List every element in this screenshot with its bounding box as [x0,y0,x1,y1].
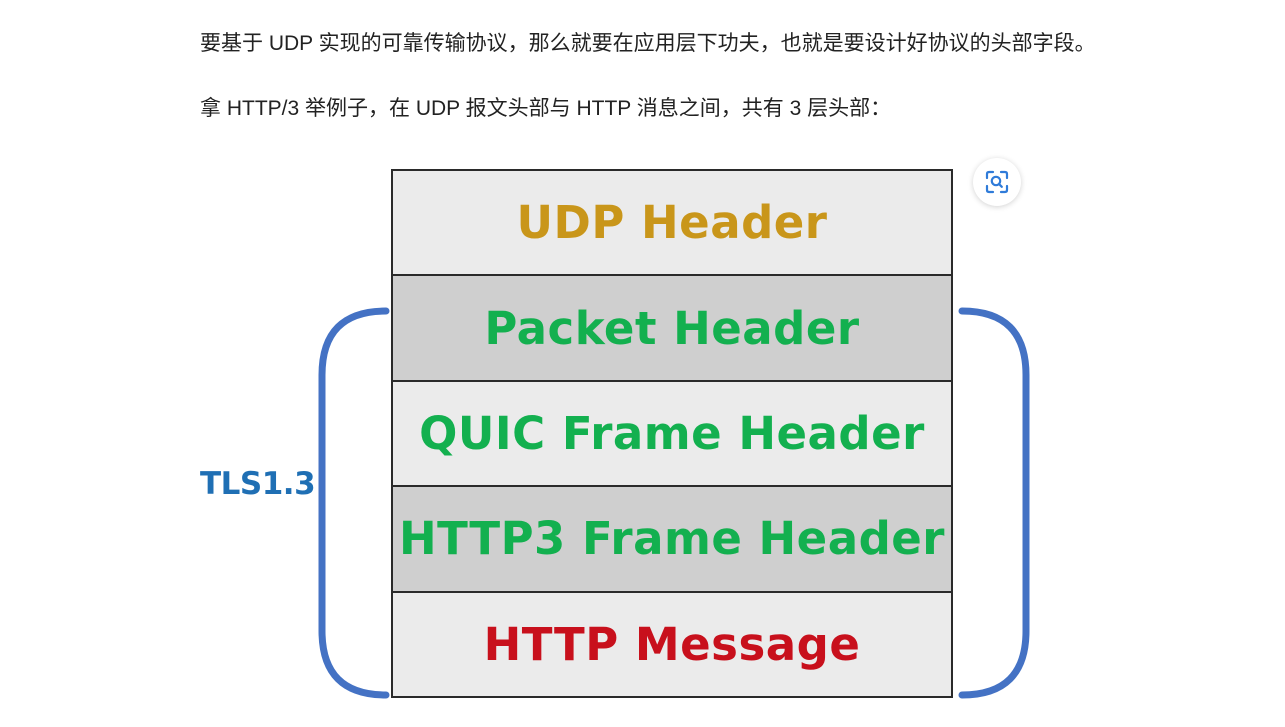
layer-label: HTTP Message [483,617,861,671]
layer-http3-frame-header: HTTP3 Frame Header [393,485,951,591]
paragraph-intro: 要基于 UDP 实现的可靠传输协议，那么就要在应用层下功夫，也就是要设计好协议的… [200,32,1096,55]
layer-label: Packet Header [484,301,860,355]
layer-udp-header: UDP Header [393,171,951,275]
http3-header-layers-figure: TLS1.3 UDP Header Packet Header QUIC Fra… [190,160,1050,720]
right-bracket [958,307,1030,699]
tls-bracket-label: TLS1.3 [200,466,316,502]
layer-label: QUIC Frame Header [419,407,925,461]
layer-packet-header: Packet Header [393,274,951,380]
layer-label: HTTP3 Frame Header [398,512,945,566]
layer-http-message: HTTP Message [393,590,951,697]
header-stack: UDP Header Packet Header QUIC Frame Head… [391,169,953,698]
layer-label: UDP Header [516,196,828,250]
layer-quic-frame-header: QUIC Frame Header [393,379,951,486]
paragraph-http3-headers: 拿 HTTP/3 举例子，在 UDP 报文头部与 HTTP 消息之间，共有 3 … [200,97,892,120]
left-bracket [318,307,390,699]
zoom-scan-icon [985,170,1009,194]
image-zoom-button[interactable] [973,158,1021,206]
